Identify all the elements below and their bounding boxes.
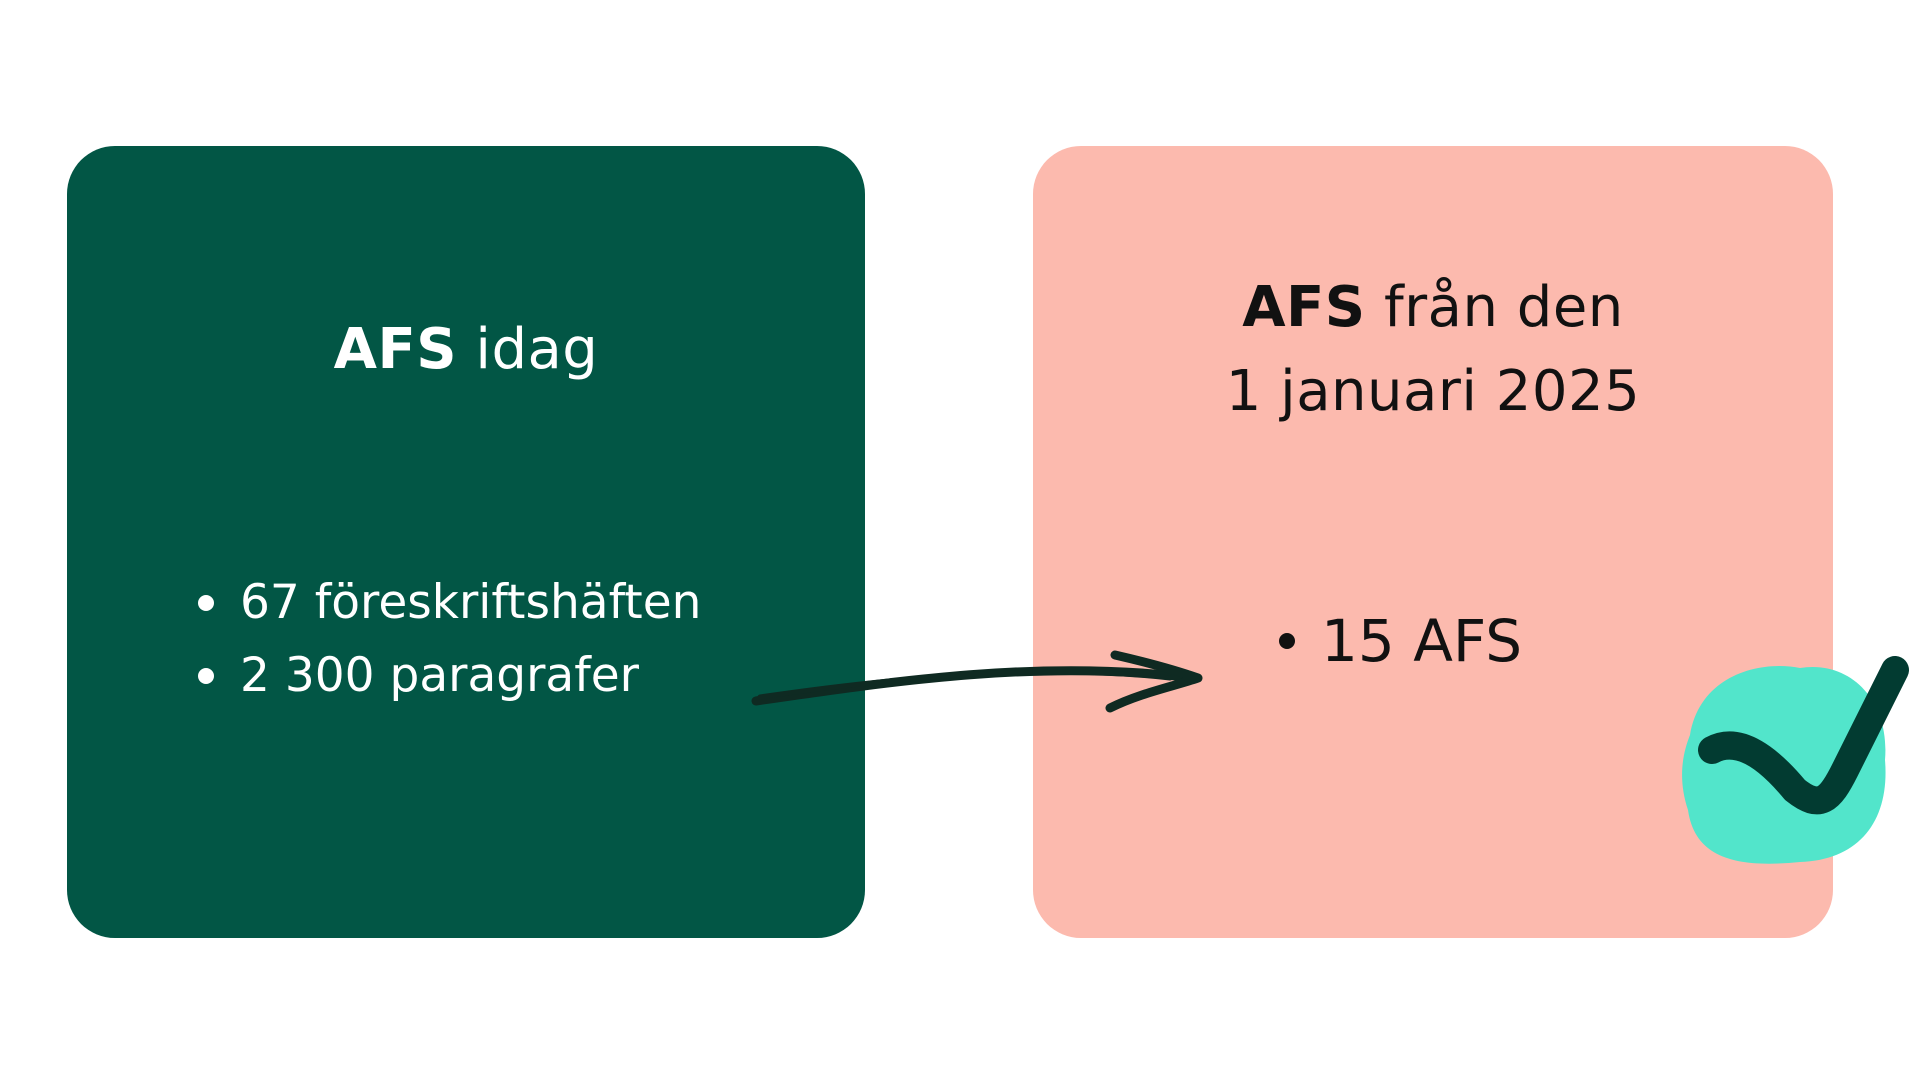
new-afs-title-rest: från den: [1365, 275, 1624, 340]
new-afs-list: 15 AFS: [1273, 601, 1522, 681]
current-afs-title: AFS idag: [67, 308, 865, 392]
list-item-text: 15 AFS: [1321, 607, 1523, 675]
bullet-dot: [198, 594, 214, 611]
hand-drawn-arrow-icon: [751, 650, 1203, 713]
list-item: 15 AFS: [1273, 601, 1522, 681]
list-item: 67 föreskriftshäften: [192, 566, 701, 639]
current-afs-list: 67 föreskriftshäften 2 300 paragrafer: [192, 566, 701, 712]
current-afs-card: AFS idag 67 föreskriftshäften 2 300 para…: [67, 146, 865, 938]
checkmark-icon: [1682, 656, 1909, 864]
new-afs-title-bold: AFS: [1242, 275, 1366, 340]
bullet-dot: [1279, 633, 1295, 649]
current-afs-title-rest: idag: [457, 317, 599, 382]
list-item-text: 2 300 paragrafer: [240, 648, 639, 703]
new-afs-title-line2: 1 januari 2025: [1225, 359, 1641, 424]
new-afs-title: AFS från den 1 januari 2025: [1033, 266, 1833, 434]
new-afs-title-line1: AFS från den: [1033, 266, 1833, 350]
current-afs-title-bold: AFS: [333, 317, 458, 382]
list-item-text: 67 föreskriftshäften: [240, 575, 702, 630]
list-item: 2 300 paragrafer: [192, 639, 701, 712]
bullet-dot: [198, 667, 214, 684]
